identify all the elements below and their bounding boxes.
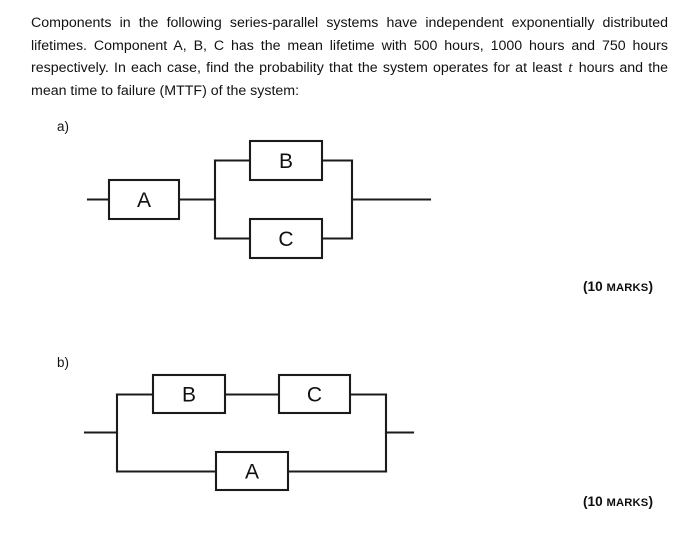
component-a-A-label: A [137, 189, 151, 212]
question-text-part-2: hours and the mean time to failure (MTTF… [31, 60, 669, 99]
reliability-diagram-a: A B C [0, 110, 470, 275]
part-a-label: a) [57, 119, 69, 134]
part-b-label: b) [57, 355, 69, 370]
marks-label-a: (10 MARKS) [583, 279, 653, 294]
component-b-A-box [214, 450, 290, 492]
reliability-diagram-b: B C A [0, 345, 470, 510]
question-paragraph: Components in the following series-paral… [31, 12, 668, 102]
component-b-C-label: C [307, 384, 322, 407]
question-text-part-1: Components in the following series-paral… [31, 15, 668, 76]
component-block-b-B: B [151, 373, 227, 415]
marks-b-close: ) [648, 494, 653, 509]
component-block-a-B: B [248, 139, 324, 182]
component-b-C-box [277, 373, 352, 415]
component-block-b-A: A [214, 450, 290, 492]
component-b-A-label: A [245, 461, 259, 484]
math-variable-t: t [568, 60, 573, 76]
marks-a-word: MARKS [606, 282, 649, 294]
component-a-C-label: C [278, 228, 293, 251]
marks-label-b: (10 MARKS) [583, 494, 653, 509]
component-a-B-box [248, 139, 324, 182]
component-b-B-box [151, 373, 227, 415]
component-block-b-C: C [277, 373, 352, 415]
diagram-b-svg: B C A [83, 373, 415, 492]
marks-b-number: (10 [583, 494, 607, 509]
marks-b-word: MARKS [606, 497, 649, 509]
component-block-a-A: A [107, 178, 181, 221]
component-a-A-box [107, 178, 181, 221]
component-b-B-label: B [182, 384, 196, 407]
marks-a-number: (10 [583, 279, 607, 294]
marks-a-close: ) [648, 279, 653, 294]
component-a-B-label: B [279, 150, 293, 173]
diagram-a-svg: A B C [86, 139, 432, 260]
component-block-a-C: C [248, 217, 324, 260]
component-a-C-box [248, 217, 324, 260]
